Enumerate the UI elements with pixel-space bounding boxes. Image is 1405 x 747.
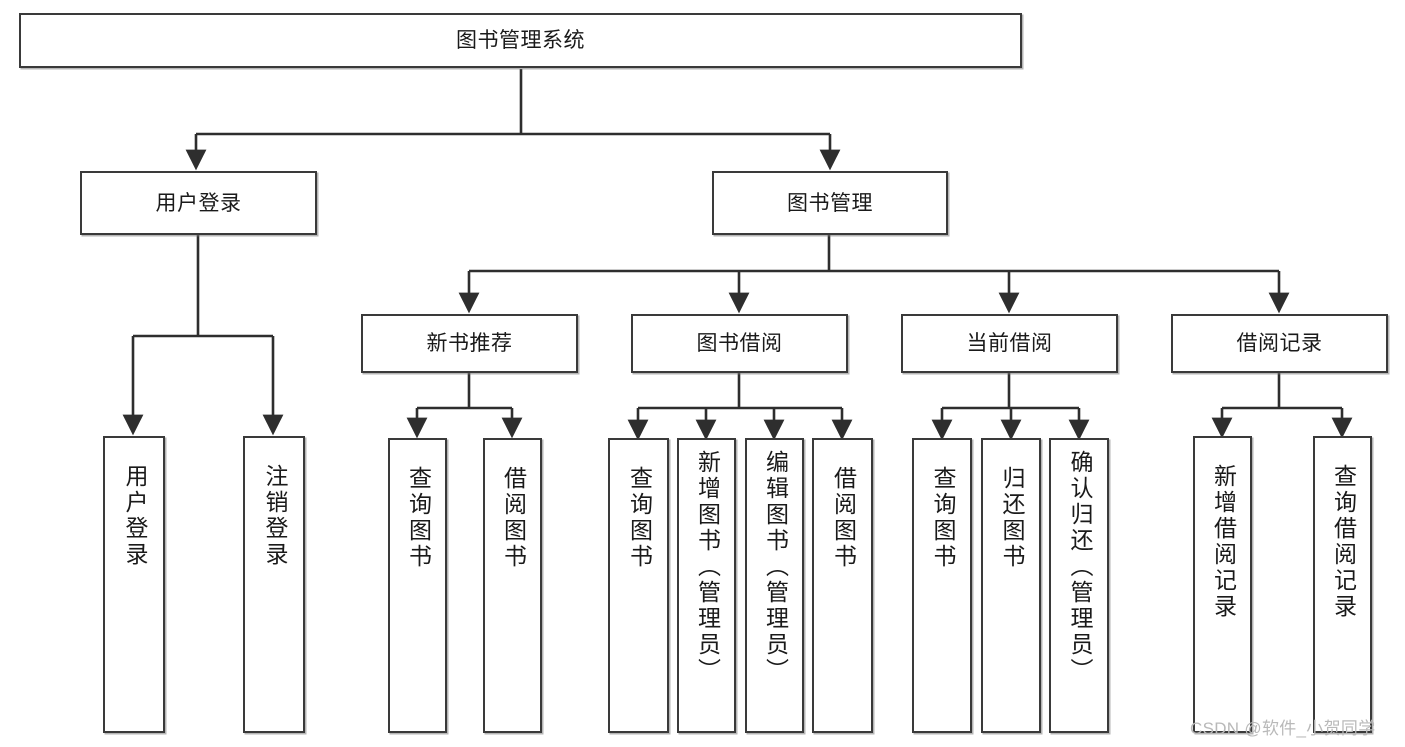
node-user-login-label: 用户登录 bbox=[155, 191, 242, 215]
node-book-manage-label: 图书管理 bbox=[787, 191, 873, 215]
node-leaf-edit-book[interactable]: 编辑图书（管理员） bbox=[745, 438, 804, 733]
node-leaf-confirm-return[interactable]: 确认归还（管理员） bbox=[1049, 438, 1109, 733]
node-leaf-logout-label: 注销登录 bbox=[261, 464, 288, 568]
node-leaf-return-book-label: 归还图书 bbox=[998, 466, 1025, 570]
node-leaf-confirm-return-label: 确认归还（管理员） bbox=[1066, 450, 1093, 684]
node-leaf-return-book[interactable]: 归还图书 bbox=[981, 438, 1041, 733]
node-leaf-add-record-label: 新增借阅记录 bbox=[1210, 464, 1237, 620]
node-leaf-user-login-label: 用户登录 bbox=[121, 464, 148, 568]
node-book-borrow-label: 图书借阅 bbox=[696, 332, 783, 355]
node-current-borrow[interactable]: 当前借阅 bbox=[901, 314, 1118, 373]
node-leaf-borrow-book-2-label: 借阅图书 bbox=[830, 466, 857, 570]
node-current-borrow-label: 当前借阅 bbox=[966, 332, 1053, 355]
node-leaf-query-book-3-label: 查询图书 bbox=[929, 466, 956, 570]
node-leaf-query-book-2-label: 查询图书 bbox=[626, 466, 653, 570]
node-leaf-query-book-1[interactable]: 查询图书 bbox=[388, 438, 447, 733]
node-new-book-recommend-label: 新书推荐 bbox=[426, 332, 513, 355]
node-leaf-add-book[interactable]: 新增图书（管理员） bbox=[677, 438, 736, 733]
node-root[interactable]: 图书管理系统 bbox=[19, 13, 1022, 68]
node-leaf-borrow-book-2[interactable]: 借阅图书 bbox=[812, 438, 873, 733]
node-leaf-edit-book-label: 编辑图书（管理员） bbox=[762, 450, 789, 684]
node-leaf-query-book-2[interactable]: 查询图书 bbox=[608, 438, 669, 733]
node-leaf-add-book-label: 新增图书（管理员） bbox=[694, 450, 721, 684]
node-leaf-query-book-1-label: 查询图书 bbox=[405, 466, 432, 570]
node-borrow-record[interactable]: 借阅记录 bbox=[1171, 314, 1388, 373]
node-leaf-user-login[interactable]: 用户登录 bbox=[103, 436, 165, 733]
node-new-book-recommend[interactable]: 新书推荐 bbox=[361, 314, 578, 373]
node-leaf-query-record[interactable]: 查询借阅记录 bbox=[1313, 436, 1372, 733]
node-leaf-borrow-book-1[interactable]: 借阅图书 bbox=[483, 438, 542, 733]
node-book-manage[interactable]: 图书管理 bbox=[712, 171, 948, 235]
node-user-login[interactable]: 用户登录 bbox=[80, 171, 317, 235]
node-root-label: 图书管理系统 bbox=[456, 29, 585, 52]
node-leaf-query-book-3[interactable]: 查询图书 bbox=[912, 438, 972, 733]
node-borrow-record-label: 借阅记录 bbox=[1236, 332, 1323, 355]
node-leaf-add-record[interactable]: 新增借阅记录 bbox=[1193, 436, 1252, 733]
node-leaf-borrow-book-1-label: 借阅图书 bbox=[500, 466, 527, 570]
node-leaf-query-record-label: 查询借阅记录 bbox=[1330, 464, 1357, 620]
node-leaf-logout[interactable]: 注销登录 bbox=[243, 436, 305, 733]
node-book-borrow[interactable]: 图书借阅 bbox=[631, 314, 848, 373]
